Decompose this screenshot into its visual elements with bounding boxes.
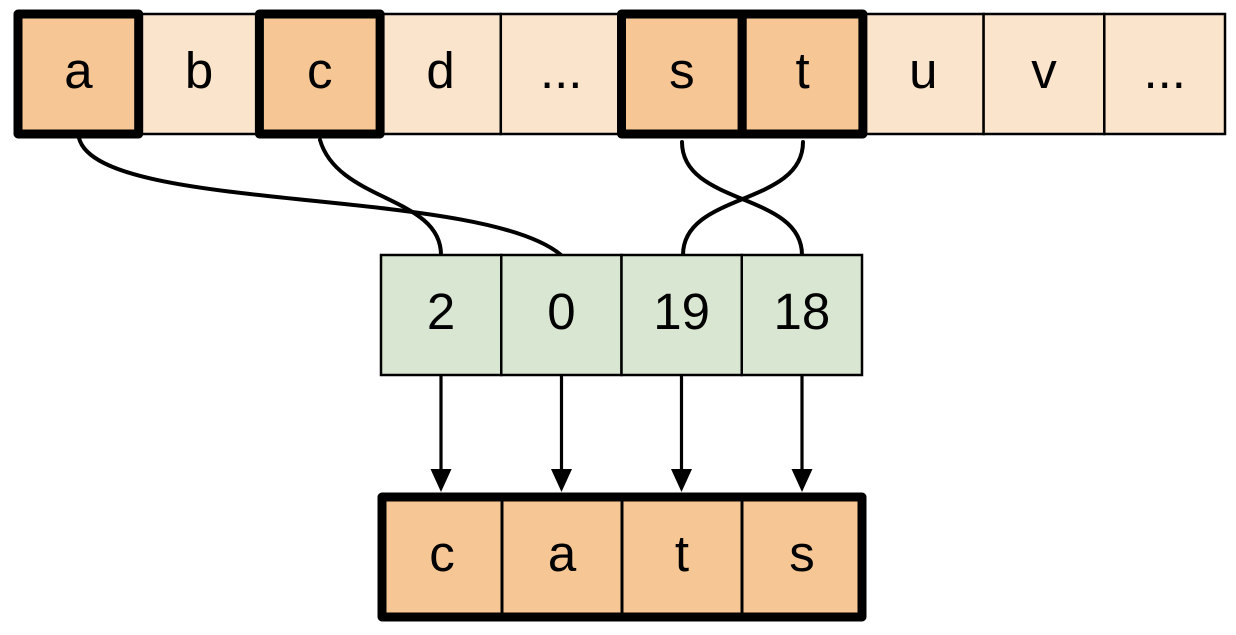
output-cell-c-label: c xyxy=(429,525,455,582)
output-cell-t-label: t xyxy=(675,525,689,582)
output-cell-t-box xyxy=(620,495,744,619)
alphabet-cell-t-label: t xyxy=(796,42,810,99)
output-word-row: c a t s xyxy=(377,492,867,622)
alphabet-cell-ellipsis1-label: ... xyxy=(540,42,583,99)
alphabet-cell-ellipsis2-label: ... xyxy=(1143,42,1186,99)
output-cell-a-label: a xyxy=(548,525,577,582)
index-cell-18-label: 18 xyxy=(774,283,831,340)
alphabet-cell-d-label: d xyxy=(426,42,454,99)
alphabet-cell-c-label: c xyxy=(307,42,333,99)
arrow-head-3 xyxy=(671,469,692,492)
index-cell-2-box xyxy=(379,253,503,377)
curve-a-to-0 xyxy=(77,136,563,257)
output-cell-s-box xyxy=(740,495,864,619)
index-cell-2-label: 2 xyxy=(427,283,455,340)
mapping-curves xyxy=(77,136,805,257)
alphabet-cell-ellipsis1-box xyxy=(499,12,623,136)
alphabet-cell-u-label: u xyxy=(909,42,937,99)
alphabet-cell-b-label: b xyxy=(185,42,213,99)
output-row-frame xyxy=(377,492,867,622)
index-cell-18-box xyxy=(740,253,864,377)
alphabet-cell-d-box xyxy=(378,12,503,136)
output-cell-s-label: s xyxy=(789,525,815,582)
index-cell-19-label: 19 xyxy=(653,283,710,340)
alphabet-row: a b c d ... s t u v ... xyxy=(13,9,1227,139)
alphabet-cell-v-label: v xyxy=(1031,42,1057,99)
alphabet-cell-a-label: a xyxy=(64,42,93,99)
output-cell-a-box xyxy=(500,495,624,619)
curve-c-to-2 xyxy=(318,138,443,257)
alphabet-cell-t-box xyxy=(737,9,868,139)
arrow-head-4 xyxy=(791,469,813,492)
index-arrows xyxy=(430,376,813,492)
arrow-head-1 xyxy=(430,469,452,492)
arrow-head-2 xyxy=(551,469,572,492)
alphabet-cell-s-label: s xyxy=(669,42,695,99)
alphabet-cell-ellipsis2-box xyxy=(1103,12,1227,136)
index-cell-19-box xyxy=(620,253,743,377)
index-cell-0-label: 0 xyxy=(547,283,575,340)
alphabet-cell-a-box xyxy=(13,9,144,139)
curve-t-to-19 xyxy=(681,140,805,257)
indices-row: 2 0 19 18 xyxy=(379,253,864,377)
alphabet-cell-c-box xyxy=(254,9,385,139)
